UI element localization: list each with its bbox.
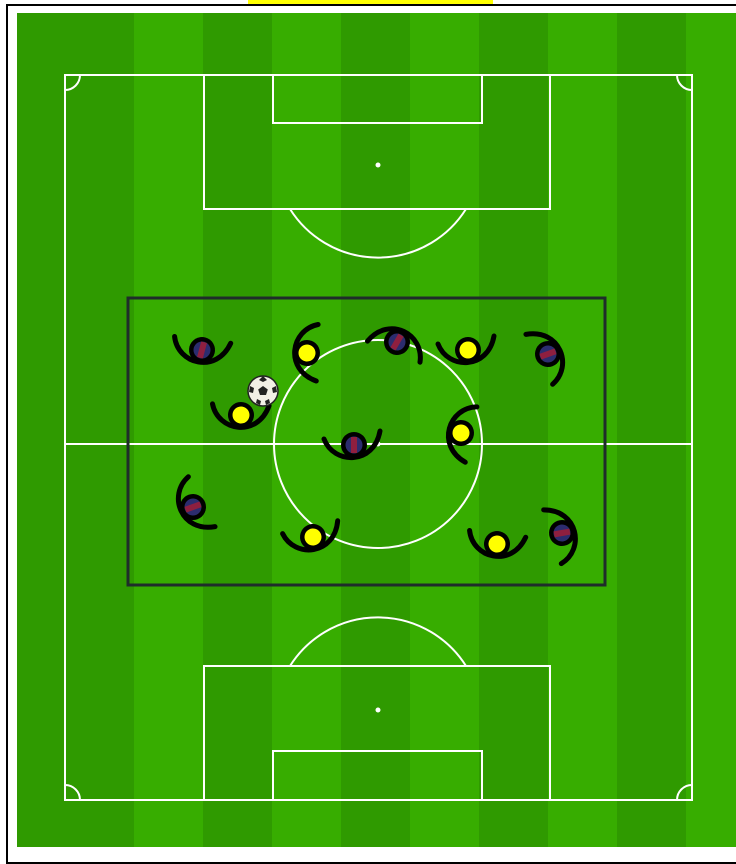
soccer-ball-icon[interactable] (248, 376, 278, 406)
grass-stripe (134, 13, 203, 847)
grass-stripe (686, 13, 736, 847)
top-penalty-spot (376, 163, 381, 168)
grass-stripes (65, 13, 736, 847)
grass-stripe (65, 13, 134, 847)
away-shirt-stripe (351, 437, 357, 453)
grass-stripe (272, 13, 341, 847)
grass-stripe (341, 13, 410, 847)
grass-stripe (479, 13, 548, 847)
grass-stripe (548, 13, 617, 847)
player-head-home (460, 342, 477, 359)
bottom-penalty-spot (376, 708, 381, 713)
grass-stripe (617, 13, 686, 847)
grass-stripe (203, 13, 272, 847)
